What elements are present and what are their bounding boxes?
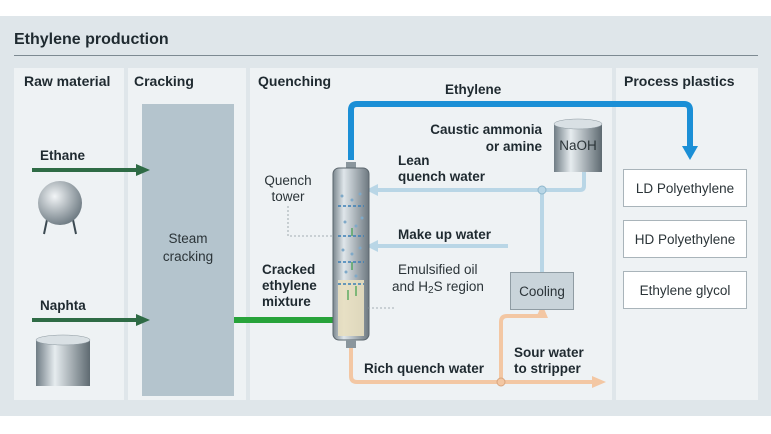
cooling-unit: Cooling (510, 272, 574, 310)
diagram-title: Ethylene production (14, 31, 169, 48)
make-up-water-line (366, 240, 508, 252)
quenching-panel (250, 68, 612, 400)
rich-water-label: Rich quench water (364, 361, 485, 376)
ethane-sphere-tank (38, 181, 82, 235)
quench-tower (332, 162, 370, 348)
ethylene-outlet-pipe (348, 101, 698, 160)
caustic-label-line2: or amine (485, 139, 542, 154)
cracking-heading: Cracking (134, 73, 194, 89)
lean-water-label-line2: quench water (398, 169, 486, 184)
process-plastics-heading: Process plastics (624, 73, 735, 89)
caustic-label-line1: Caustic ammonia (430, 122, 542, 137)
emulsified-label-sub: 2 (428, 285, 434, 296)
title-rule (14, 55, 758, 56)
quenching-heading: Quenching (258, 73, 332, 89)
naphta-feed-arrow (32, 314, 150, 326)
raw-material-heading: Raw material (24, 73, 111, 89)
quench-tower-label-line2: tower (271, 189, 305, 204)
emulsified-label-pre: and H (392, 279, 429, 294)
rich-water-line (349, 304, 606, 388)
lean-water-line (366, 172, 586, 272)
steam-cracking-label-line2: cracking (162, 249, 214, 264)
leader-lines (287, 206, 396, 309)
naphta-storage-tank (35, 334, 91, 386)
ethane-label: Ethane (40, 148, 86, 163)
emulsified-label-line2: and H2S region (392, 278, 484, 300)
naoh-label: NaOH (559, 138, 597, 153)
product-ld-polyethylene: LD Polyethylene (623, 169, 747, 207)
steam-cracking-label-line1: Steam (168, 231, 208, 246)
steam-cracking-furnace (142, 104, 234, 396)
make-up-water-label: Make up water (398, 227, 492, 242)
ethane-feed-arrow (32, 164, 150, 176)
quench-tower-label-line1: Quench (264, 173, 312, 188)
cracked-mixture-label-line1: Cracked (262, 262, 316, 277)
emulsified-label-line1: Emulsified oil (398, 262, 478, 277)
cracked-mixture-label-line2: ethylene (262, 278, 317, 293)
sour-water-label-line1: Sour water (514, 345, 584, 360)
cracked-mixture-label-line3: mixture (262, 294, 311, 309)
naphta-label: Naphta (40, 298, 86, 313)
naoh-tank (553, 118, 603, 172)
emulsified-label-post: S region (433, 279, 484, 294)
sour-water-label-line2: to stripper (514, 361, 581, 376)
lean-water-label-line1: Lean (398, 153, 430, 168)
product-ethylene-glycol: Ethylene glycol (623, 271, 747, 309)
product-hd-polyethylene: HD Polyethylene (623, 220, 747, 258)
steam-cracking-label: Steam cracking (142, 230, 234, 266)
ethylene-label: Ethylene (445, 82, 502, 97)
